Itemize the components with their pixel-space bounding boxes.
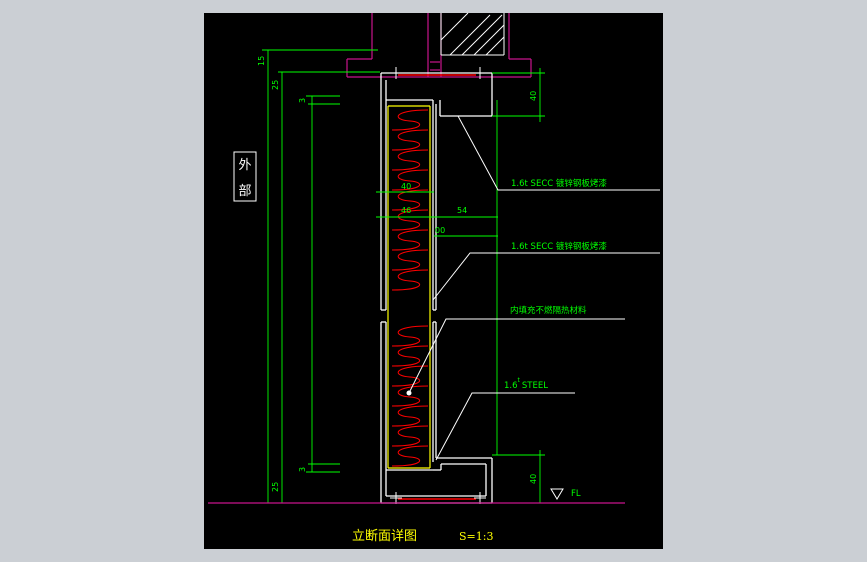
- dim-00: 00: [435, 226, 445, 235]
- door-panel: [380, 72, 493, 504]
- side-label-box: [233, 151, 257, 202]
- floor-label: FL: [571, 489, 581, 499]
- inner-skin: [387, 105, 431, 469]
- floor-level-marker: [550, 488, 564, 500]
- dim-25-bot: 25: [271, 482, 280, 492]
- dim-40-mid: 40: [401, 182, 411, 191]
- dim-40-top: 40: [529, 91, 538, 101]
- dim-54: 54: [457, 206, 467, 215]
- callout-secc-1: 1.6t SECC 镀锌钢板烤漆: [511, 178, 607, 189]
- cap-gaskets: [398, 74, 476, 500]
- dim-46: 46: [401, 206, 411, 215]
- insulation-wave: [391, 325, 429, 467]
- side-label-1: 外: [238, 158, 251, 173]
- side-label-2: 部: [238, 184, 251, 199]
- callout-secc-2: 1.6t SECC 镀锌钢板烤漆: [511, 241, 607, 252]
- dim-15: 15: [257, 56, 266, 66]
- dim-25-top: 25: [271, 80, 280, 90]
- frame-hatch: [440, 12, 505, 56]
- insulation-fill: [391, 109, 429, 467]
- door-frame-top: [346, 13, 532, 78]
- leader-lines: [408, 115, 660, 461]
- callout-steel: 1.6tSTEEL: [504, 377, 548, 391]
- drawing-title: 立断面详图: [352, 529, 417, 544]
- leader-dot: [406, 390, 412, 396]
- dim-3-bot: 3: [298, 467, 307, 472]
- dimension-lines: [262, 49, 545, 503]
- callout-infill: 内填充不燃隔热材料: [510, 305, 587, 316]
- reference-marks: [390, 67, 486, 504]
- dim-40-bot: 40: [529, 474, 538, 484]
- dim-3-top: 3: [298, 98, 307, 103]
- insulation-wave: [391, 109, 429, 291]
- drawing-scale: S=1:3: [459, 530, 493, 543]
